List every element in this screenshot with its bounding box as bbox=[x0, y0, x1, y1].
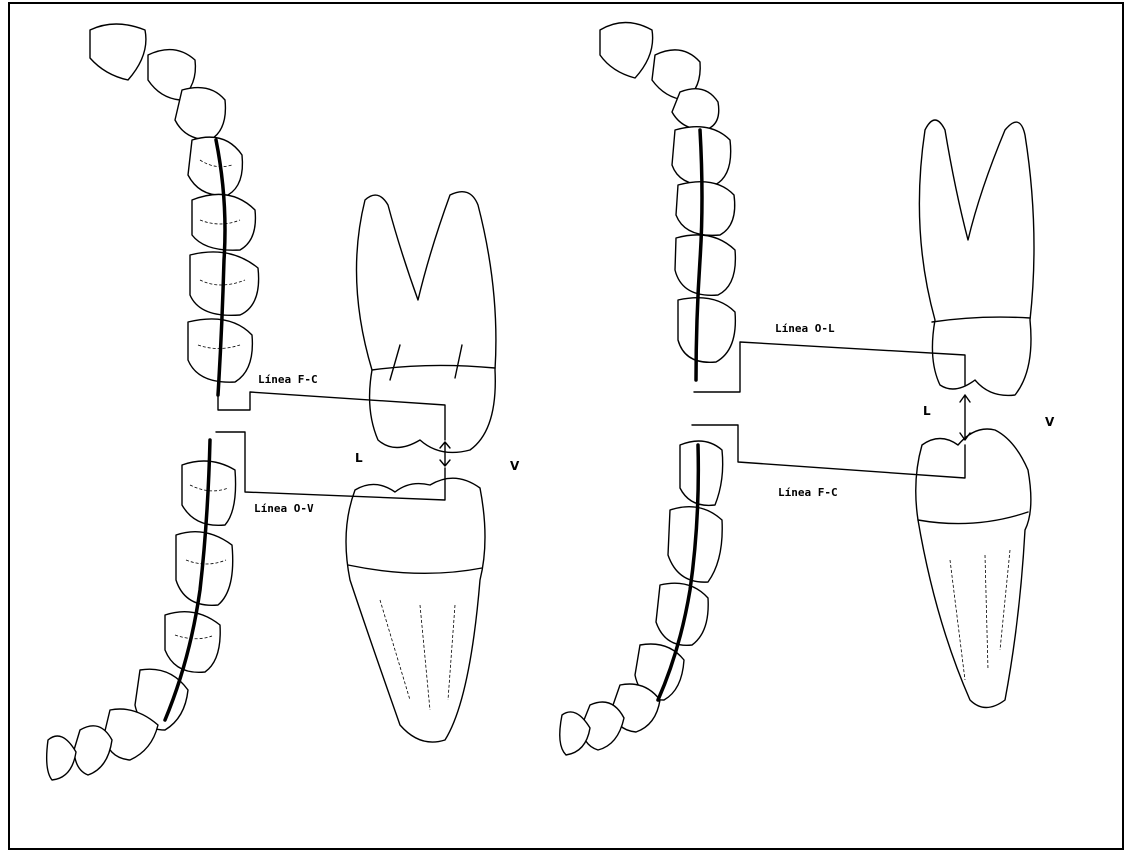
right-line-upper-label: Línea O-L bbox=[775, 322, 835, 335]
left-lower-arch bbox=[47, 440, 236, 780]
left-upper-arch bbox=[90, 24, 259, 395]
left-line-upper-label: Línea F-C bbox=[258, 373, 318, 386]
right-lower-molar bbox=[916, 429, 1031, 708]
right-side-l-label: L bbox=[923, 404, 931, 418]
left-lower-molar bbox=[346, 478, 485, 742]
left-panel: Línea F-C Línea O-V L V bbox=[47, 24, 520, 780]
left-line-lower-label: Línea O-V bbox=[254, 502, 314, 515]
right-upper-molar bbox=[919, 120, 1034, 395]
right-side-v-label: V bbox=[1045, 415, 1055, 429]
left-side-l-label: L bbox=[355, 451, 363, 465]
left-side-v-label: V bbox=[510, 459, 520, 473]
right-lower-arch bbox=[560, 441, 723, 755]
right-upper-arch bbox=[600, 23, 735, 381]
right-line-lower-label: Línea F-C bbox=[778, 486, 838, 499]
right-panel: Línea O-L Línea F-C L V bbox=[560, 23, 1055, 756]
left-upper-molar bbox=[356, 192, 495, 453]
